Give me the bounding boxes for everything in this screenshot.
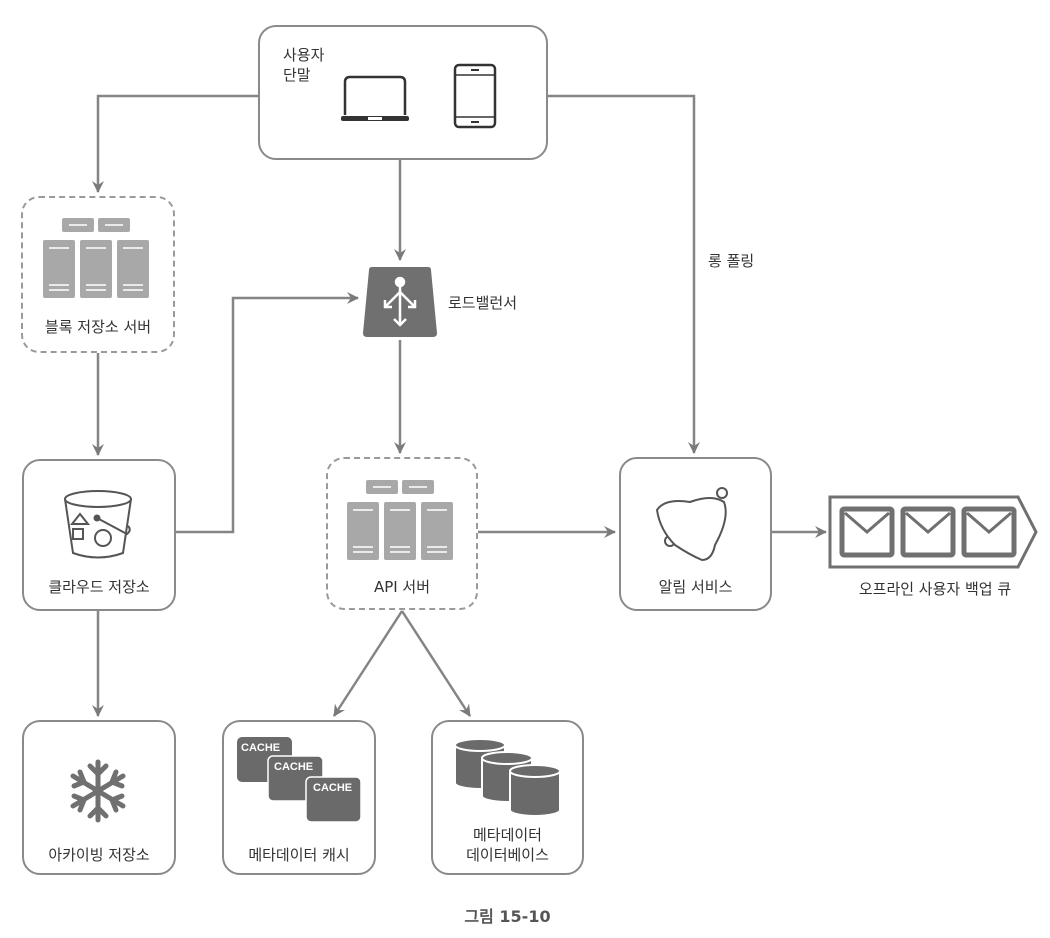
- load-balancer-icon: [363, 267, 437, 337]
- database-icon: [454, 738, 561, 817]
- cache-icon: CACHE CACHE CACHE: [237, 737, 362, 823]
- metadata-db-label-line2: 데이터베이스: [466, 846, 549, 864]
- long-polling-label: 롱 폴링: [708, 252, 755, 270]
- cloud-storage-node[interactable]: [22, 459, 176, 611]
- smartphone-icon: [453, 63, 497, 129]
- bucket-icon: [64, 490, 132, 559]
- load-balancer-label: 로드밸런서: [448, 294, 518, 312]
- user-device-node[interactable]: [258, 25, 548, 160]
- cache-label: CACHE: [274, 761, 313, 773]
- message-queue-icon: [828, 495, 1038, 569]
- edge-api-to-metadata-db: [400, 610, 472, 717]
- cache-label: CACHE: [241, 742, 280, 754]
- block-storage-server-label: 블록 저장소 서버: [44, 318, 152, 336]
- offline-queue-label: 오프라인 사용자 백업 큐: [858, 580, 1012, 598]
- notification-service-label: 알림 서비스: [658, 578, 733, 596]
- snowflake-icon: [70, 759, 126, 823]
- edge-cloud-storage-to-load-balancer: [176, 292, 359, 534]
- cloud-storage-label: 클라우드 저장소: [48, 578, 150, 596]
- edge-api-to-metadata-cache: [332, 610, 404, 717]
- bell-icon: [655, 487, 728, 562]
- server-cluster-icon: [43, 218, 149, 298]
- figure-caption: 그림 15-10: [464, 907, 551, 926]
- user-device-label: 사용자 단말: [283, 45, 324, 85]
- api-server-label: API 서버: [373, 578, 431, 596]
- metadata-db-label: 메타데이터 데이터베이스: [431, 825, 584, 865]
- server-cluster-icon: [347, 480, 453, 560]
- edge-user-to-notification: [548, 94, 700, 454]
- user-device-label-line2: 단말: [283, 66, 311, 84]
- cache-label: CACHE: [313, 782, 352, 794]
- user-device-label-line1: 사용자: [283, 46, 325, 64]
- metadata-cache-label: 메타데이터 캐시: [248, 846, 350, 864]
- edge-user-to-block-server: [92, 94, 258, 193]
- archive-storage-label: 아카이빙 저장소: [48, 846, 150, 864]
- laptop-icon: [341, 75, 409, 121]
- edges: [92, 94, 827, 717]
- metadata-db-label-line1: 메타데이터: [472, 826, 542, 844]
